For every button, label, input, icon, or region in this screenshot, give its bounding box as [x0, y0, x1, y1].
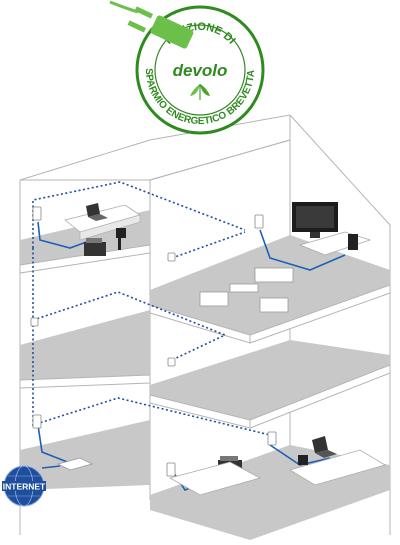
laptop-icon	[86, 203, 108, 221]
sofa-icon	[199, 267, 294, 313]
wall-socket-icon	[30, 317, 39, 327]
powerline-adapter-icon	[267, 431, 277, 446]
brand-logo: devolo	[173, 61, 228, 80]
floor-ground-left	[20, 420, 150, 490]
powerline-dotted-cables	[32, 181, 271, 436]
powerline-adapter-icon	[32, 414, 42, 429]
powerline-adapters	[30, 206, 277, 477]
laptop-icon	[312, 436, 337, 458]
living-room	[199, 202, 372, 313]
wall-socket-icon	[167, 252, 176, 262]
powerline-adapter-icon	[166, 462, 176, 477]
router-icon	[56, 457, 94, 471]
leaf-icon	[190, 84, 210, 100]
chair-icon	[116, 228, 126, 250]
floor-middle-left	[20, 310, 150, 380]
tv-icon	[292, 202, 338, 238]
printer-icon	[84, 238, 106, 256]
stereo-icon	[348, 234, 358, 250]
wall-socket-icon	[167, 357, 176, 367]
powerline-adapter-icon	[254, 214, 264, 229]
chair-icon	[298, 455, 308, 465]
office-top	[64, 203, 141, 256]
internet-label-bg	[2, 481, 46, 491]
floor-slabs	[19, 244, 391, 429]
energy-saving-badge: FUNZIONE DI RISPARMIO ENERGETICO BREVETT…	[0, 0, 265, 135]
powerline-adapter-icon	[32, 206, 42, 221]
plug-icon	[109, 0, 194, 49]
internet-label: INTERNET	[3, 482, 46, 492]
office-ground	[168, 436, 386, 496]
floor-middle-right	[150, 340, 390, 420]
floor-top-right	[150, 235, 390, 335]
